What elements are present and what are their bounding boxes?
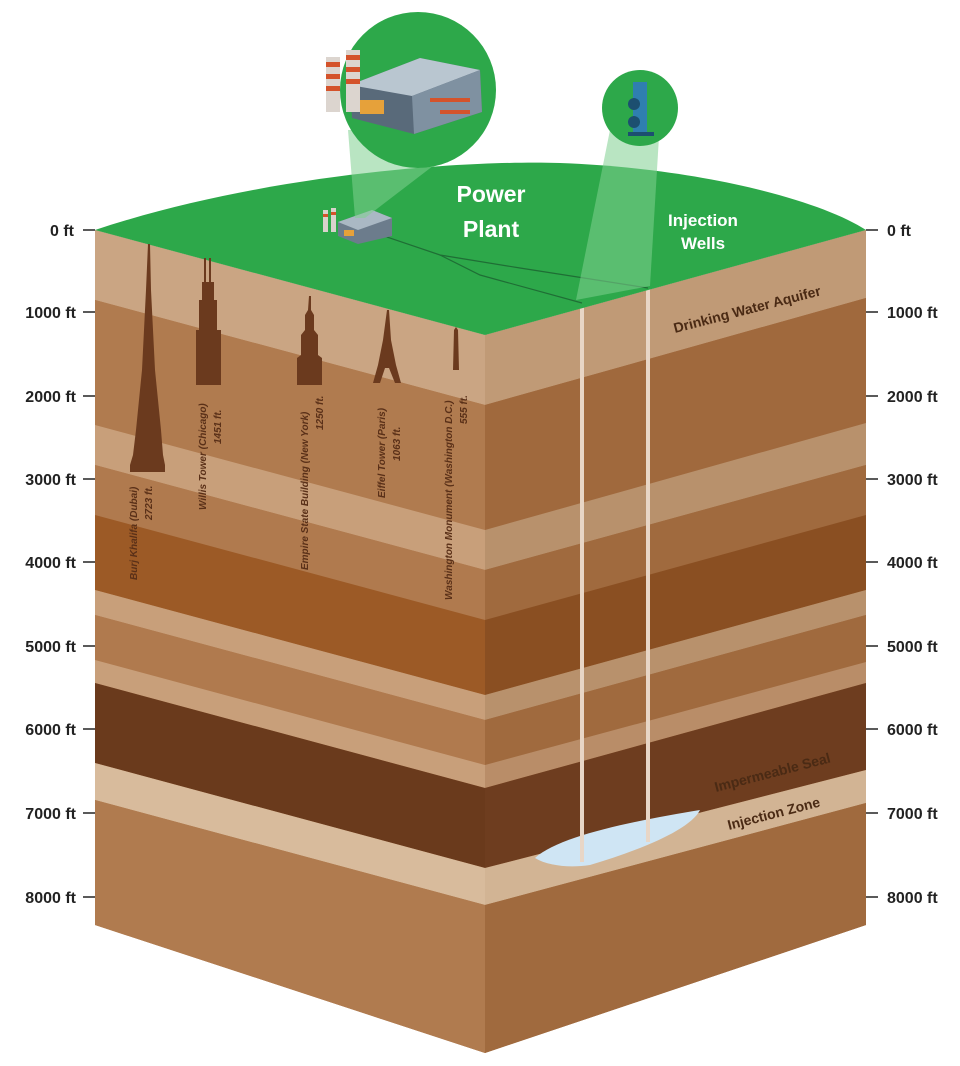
depth-label-left: 8000 ft xyxy=(25,890,76,907)
depth-label-left: 3000 ft xyxy=(25,472,76,489)
depth-label-left: 6000 ft xyxy=(25,722,76,739)
depth-label-left: 4000 ft xyxy=(25,555,76,572)
right-face-strata xyxy=(480,220,880,1066)
power-plant-title-line2: Plant xyxy=(463,216,520,242)
burj-khalifa-height: 2723 ft. xyxy=(144,486,155,521)
depth-label-right: 3000 ft xyxy=(887,472,938,489)
power-plant-title-line1: Power xyxy=(456,181,525,207)
depth-label-left: 7000 ft xyxy=(25,806,76,823)
depth-label-right: 4000 ft xyxy=(887,555,938,572)
injection-wells-title-line1: Injection xyxy=(668,211,738,230)
eiffel-tower-label: Eiffel Tower (Paris) xyxy=(377,407,388,498)
burj-khalifa-label: Burj Khalifa (Dubai) xyxy=(129,486,140,580)
depth-label-right: 1000 ft xyxy=(887,305,938,322)
washington-monument-height: 555 ft. xyxy=(459,395,470,424)
depth-scale-left: 0 ft 1000 ft 2000 ft 3000 ft 4000 ft 500… xyxy=(25,223,95,907)
injection-well-callout xyxy=(602,70,678,146)
eiffel-tower-height: 1063 ft. xyxy=(392,427,403,461)
depth-label-right: 7000 ft xyxy=(887,806,938,823)
depth-scale-right: 0 ft 1000 ft 2000 ft 3000 ft 4000 ft 500… xyxy=(866,223,938,907)
depth-label-right: 5000 ft xyxy=(887,639,938,656)
depth-label-left: 0 ft xyxy=(50,223,75,240)
willis-tower-height: 1451 ft. xyxy=(213,410,224,444)
depth-label-right: 6000 ft xyxy=(887,722,938,739)
empire-state-height: 1250 ft. xyxy=(315,396,326,430)
washington-monument-label: Washington Monument (Washington D.C.) xyxy=(444,400,455,600)
empire-state-label: Empire State Building (New York) xyxy=(300,411,311,570)
willis-tower-label: Willis Tower (Chicago) xyxy=(198,403,209,510)
depth-label-left: 5000 ft xyxy=(25,639,76,656)
depth-label-right: 2000 ft xyxy=(887,389,938,406)
injection-wells-title-line2: Wells xyxy=(681,234,725,253)
depth-label-right: 0 ft xyxy=(887,223,912,240)
depth-label-right: 8000 ft xyxy=(887,890,938,907)
depth-label-left: 2000 ft xyxy=(25,389,76,406)
depth-label-left: 1000 ft xyxy=(25,305,76,322)
